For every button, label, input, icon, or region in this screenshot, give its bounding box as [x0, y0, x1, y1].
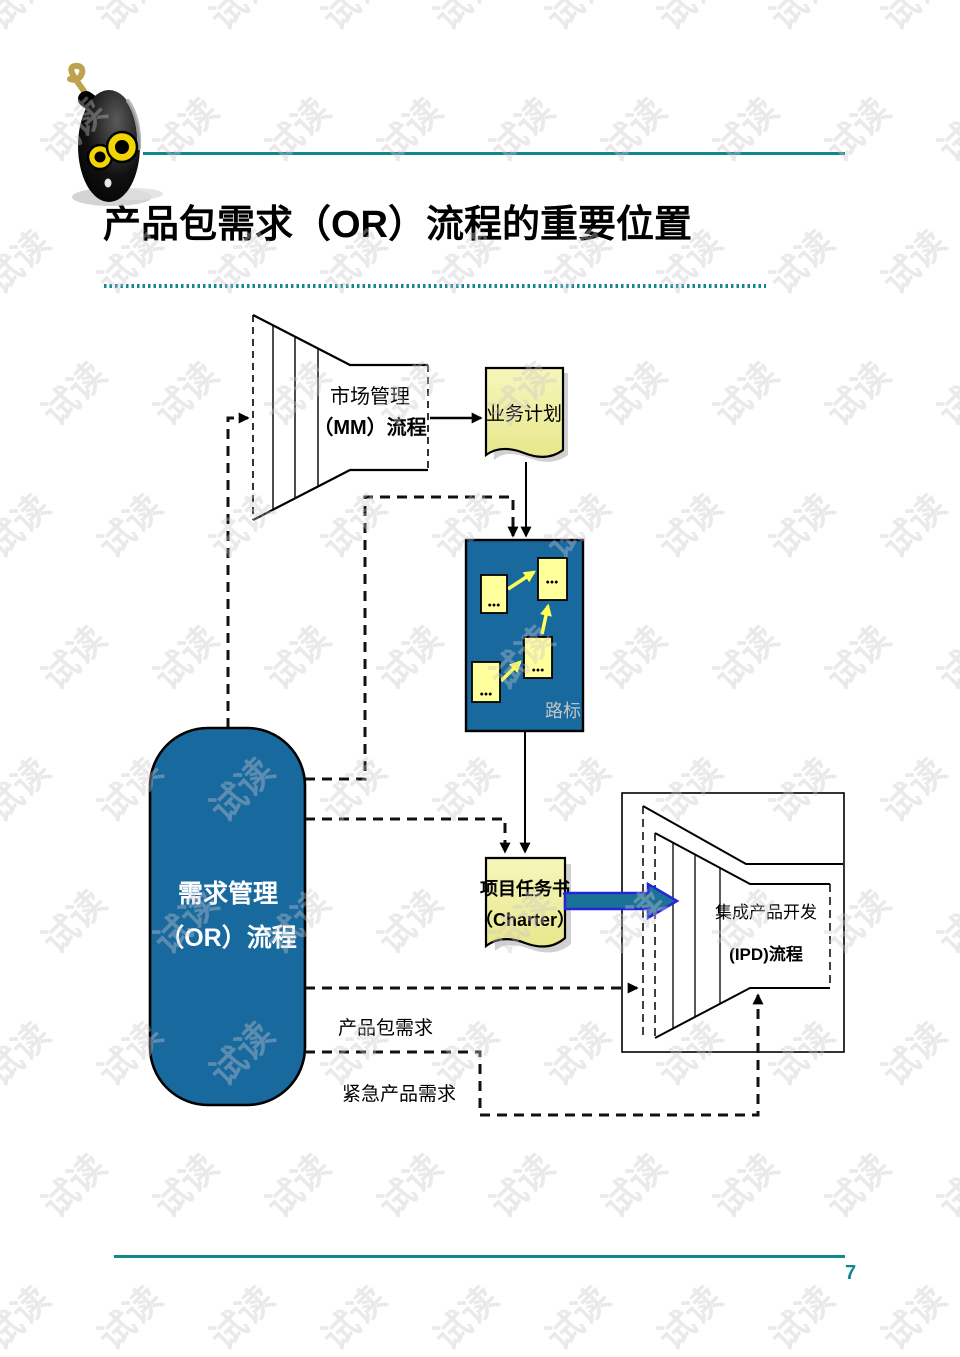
business-plan-doc-label: 业务计划: [486, 403, 562, 425]
or-label-line2: （OR）流程: [159, 923, 297, 952]
note-dots: ●●●: [480, 691, 493, 698]
business-plan-doc: [484, 366, 568, 462]
slide-title: 产品包需求（OR）流程的重要位置: [103, 204, 693, 246]
charter-to-ipd-block-arrow: [563, 881, 680, 921]
header-rule: [143, 152, 845, 155]
roadmap-sticky-notes: [471, 557, 568, 703]
title-dotted-rule: [104, 284, 766, 288]
note-dots: ●●●: [488, 602, 501, 609]
urgent-product-req-label: 紧急产品需求: [342, 1083, 456, 1105]
ipd-label-line1: 集成产品开发: [715, 903, 817, 922]
note-dots: ●●●: [546, 579, 559, 586]
mm-funnel-shape: [252, 314, 429, 521]
product-package-req-label: 产品包需求: [338, 1017, 433, 1039]
urgent-req-connector: [305, 993, 764, 1117]
or-label-line1: 需求管理: [178, 879, 278, 908]
charter-label-line2: （Charter）: [475, 910, 575, 930]
note-dots: ●●●: [532, 667, 545, 674]
bomb-logo-icon: [67, 62, 163, 206]
roadmap-box: ●●● ●●● ●●● ●●● 路标: [464, 538, 585, 733]
mm-funnel-label-line2: （MM）流程: [313, 415, 426, 439]
charter-doc: 项目任务书 （Charter）: [475, 856, 575, 953]
ipd-funnel-shape: 集成产品开发 (IPD)流程: [621, 792, 845, 1053]
or-process-shape: 需求管理 （OR）流程: [148, 726, 307, 1107]
or-to-mm-connector: [226, 412, 250, 728]
or-to-roadmap-connector: [305, 495, 519, 781]
footer-rule: [114, 1255, 845, 1258]
ipd-label-line2: (IPD)流程: [729, 944, 803, 964]
or-to-charter-connector: [305, 817, 511, 854]
charter-label-line1: 项目任务书: [480, 878, 570, 899]
roadmap-label: 路标: [545, 701, 581, 721]
mm-funnel-label-line1: 市场管理: [330, 385, 410, 408]
page-number: 7: [845, 1262, 857, 1284]
